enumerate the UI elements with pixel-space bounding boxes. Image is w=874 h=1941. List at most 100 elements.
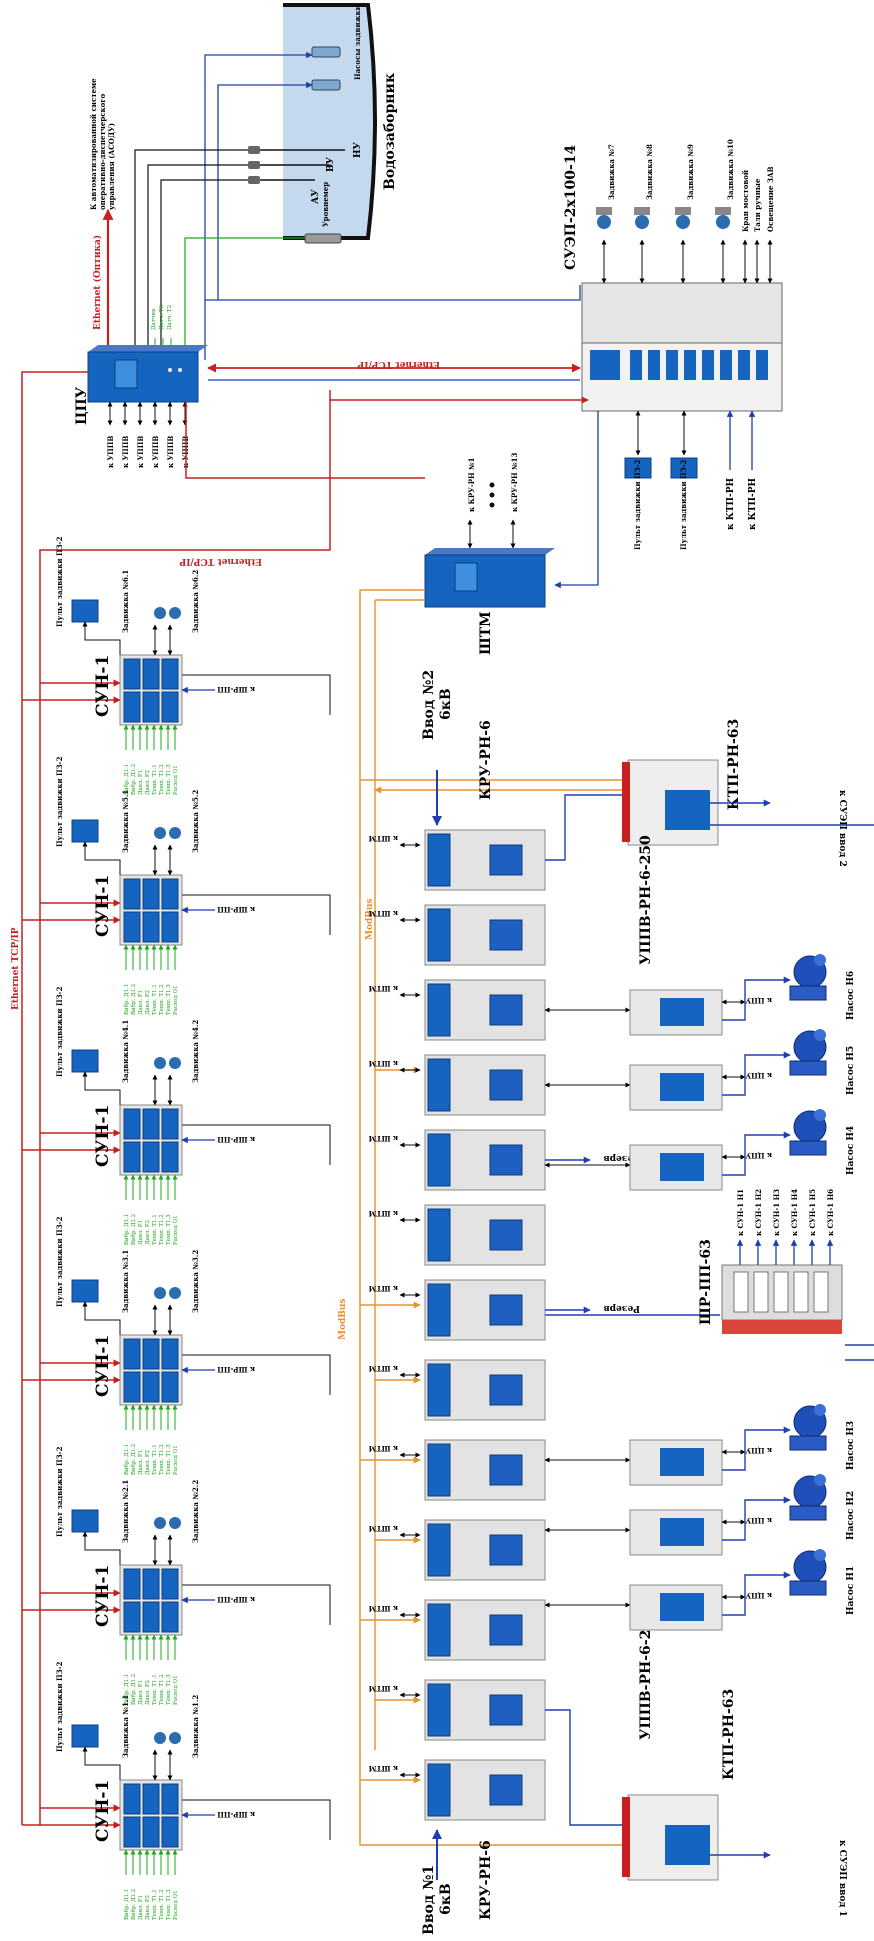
shr-pp-cabinet: ШР-ПП-63 к СУН-1 Н1 к СУН-1 Н2 к СУН-1 Н… (698, 1189, 874, 1361)
sun-sensor-label: Темп. Т1.2 (159, 1444, 165, 1475)
sun-valve1-label: Задвижка №5.1 (121, 790, 130, 853)
sun-valve1-label: Задвижка №2.1 (121, 1480, 130, 1543)
sun-sensor-label: Темп. Т1.1 (152, 984, 158, 1015)
uppv-ctpu-link: к ЦПУ (745, 1071, 772, 1080)
uppv-ctpu-link: к ЦПУ (745, 1446, 772, 1455)
valve-8-label: Задвижка №8 (645, 144, 654, 200)
hoist-label: Тали ручные (753, 178, 762, 232)
sun-sensor-label: Темп. Т1.3 (166, 1889, 172, 1920)
sun-sensor-label: Вибр. Д1.2 (130, 984, 137, 1015)
sun-sensor-label: Давл. Р2 (145, 1680, 151, 1705)
ctpu-link-4: к УППВ (151, 436, 160, 468)
ctpu-suep-link: Ethernet TCP/IP (207, 359, 581, 381)
sun-sensor-label: Темп. Т1.3 (166, 1444, 172, 1475)
sun-shrpp-link: к ШР-ПП (217, 1810, 255, 1819)
sun-sensor-label: Давл. Р1 (138, 1680, 144, 1705)
sun-sensor-label: Давл. Р2 (145, 770, 151, 795)
pump-icon (789, 1474, 827, 1521)
pump-gates: Насосы задвижки (311, 5, 362, 91)
green-tags: Датчик Датч. Т3 Датч. Т2 (151, 304, 173, 350)
input2-label: Ввод №2 (421, 670, 437, 740)
pump-row: к ЦПУ Насос Н1 (544, 1549, 856, 1631)
acs-line-1: К автоматизированной системе (89, 78, 98, 210)
pump-label: Насос Н1 (846, 1566, 856, 1615)
kru-shtm-link: к ШТМ (368, 1524, 398, 1533)
pump-icon (789, 1404, 827, 1451)
sun-sensor-label: Темп. Т1.2 (159, 1214, 165, 1245)
pump-label: Насос Н2 (846, 1491, 856, 1540)
suep-remote-1: Пульт задвижки ПЗ-2 (633, 459, 642, 550)
pump-label: Насос Н3 (846, 1421, 856, 1470)
kru-cubicle: к ШТМ (368, 979, 546, 1041)
input-1: Ввод №1 6кВ КРУ-РН-6 (421, 1829, 494, 1935)
shr-link-2: к СУН-1 Н2 (754, 1189, 763, 1236)
sun-remote-label: Пульт задвижки ПЗ-2 (55, 1216, 64, 1307)
valve-9-label: Задвижка №9 (686, 144, 695, 200)
level-top: НУ (353, 141, 363, 158)
kru-shtm-link: к ШТМ (368, 1684, 398, 1693)
kru-shtm-link: к ШТМ (368, 1444, 398, 1453)
sun-sensor-label: Темп. Т1.1 (152, 1674, 158, 1705)
kru-cubicle: к ШТМ (368, 1519, 546, 1581)
sun-remote-label: Пульт задвижки ПЗ-2 (55, 986, 64, 1077)
uppv-top-label: УППВ-РН-6-250 (638, 835, 654, 965)
sun-sensor-label: Давл. Р2 (145, 1450, 151, 1475)
ctpu-label: ЦПУ (74, 386, 90, 425)
sun-sensor-label: Темп. Т1.2 (159, 764, 165, 795)
eth-tcp-left-label: Ethernet TCP/IP (11, 927, 21, 1010)
ktp-link-2: к КТП-РН (748, 477, 758, 530)
sun-sensor-label: Вибр. Д1.1 (123, 1444, 130, 1475)
sun-valve1-label: Задвижка №4.1 (121, 1020, 130, 1083)
sun-label: СУН-1 (93, 1565, 113, 1627)
sun-sensor-label: Темп. Т1.2 (159, 984, 165, 1015)
sun-remote-label: Пульт задвижки ПЗ-2 (55, 756, 64, 847)
ktp-top: КТП-РН-63 к СУЭП ввод 2 (545, 719, 874, 867)
level-gauge: Уровнемер (304, 182, 342, 244)
modbus-label-2: ModBus (338, 1299, 348, 1340)
ktp-link-1: к КТП-РН (726, 477, 736, 530)
sun-sensor-label: Вибр. Д1.1 (123, 764, 130, 795)
suep-label: СУЭП-2х100-14 (563, 144, 579, 270)
kru-cubicle: к ШТМ (368, 1679, 546, 1741)
kru-shtm-link: к ШТМ (368, 1134, 398, 1143)
modbus-network: ModBus ModBus (338, 589, 641, 1846)
pump-row: к ЦПУ Насос Н3 (544, 1404, 856, 1486)
sun-remote-label: Пульт задвижки ПЗ-2 (55, 1446, 64, 1537)
ctpu-link-3: к УППВ (136, 436, 145, 468)
kru-shtm-link: к ШТМ (368, 1604, 398, 1613)
modbus-label-1: ModBus (365, 899, 375, 940)
sun-valve2-label: Задвижка №3.2 (191, 1250, 200, 1313)
lighting-label: Освещение ЗАВ (766, 166, 775, 232)
sun-shrpp-link: к ШР-ПП (217, 1595, 255, 1604)
kru-cubicle: к ШТМ (368, 1759, 546, 1821)
sun-shrpp-link: к ШР-ПП (217, 905, 255, 914)
sun-shrpp-link: к ШР-ПП (217, 685, 255, 694)
pump-icon (789, 1109, 827, 1156)
shr-link-6: к СУН-1 Н6 (826, 1189, 835, 1236)
kru-shtm-link: к ШТМ (368, 1764, 398, 1773)
sun-sensor-label: Вибр. Д1.2 (130, 764, 137, 795)
ctpu-cabinet: ЦПУ (74, 345, 208, 425)
uppv-ctpu-link: к ЦПУ (745, 1591, 772, 1600)
sun-sensor-label: Темп. Т1.1 (152, 1444, 158, 1475)
ctpu-uppv-links: к УППВ к УППВ к УППВ к УППВ к УППВ к УПП… (106, 401, 190, 468)
sun-shrpp-link: к ШР-ПП (217, 1365, 255, 1374)
input1-kv: 6кВ (438, 1883, 454, 1915)
sun-sensor-label: Давл. Р2 (145, 1895, 151, 1920)
sun-label: СУН-1 (93, 1105, 113, 1167)
kru-cubicle: к ШТМ (368, 829, 546, 891)
ctpu-link-2: к УППВ (121, 436, 130, 468)
kru-cubicle: к ШТМ (368, 1439, 546, 1501)
suep-ktp-links: к КТП-РН к КТП-РН (726, 410, 758, 530)
